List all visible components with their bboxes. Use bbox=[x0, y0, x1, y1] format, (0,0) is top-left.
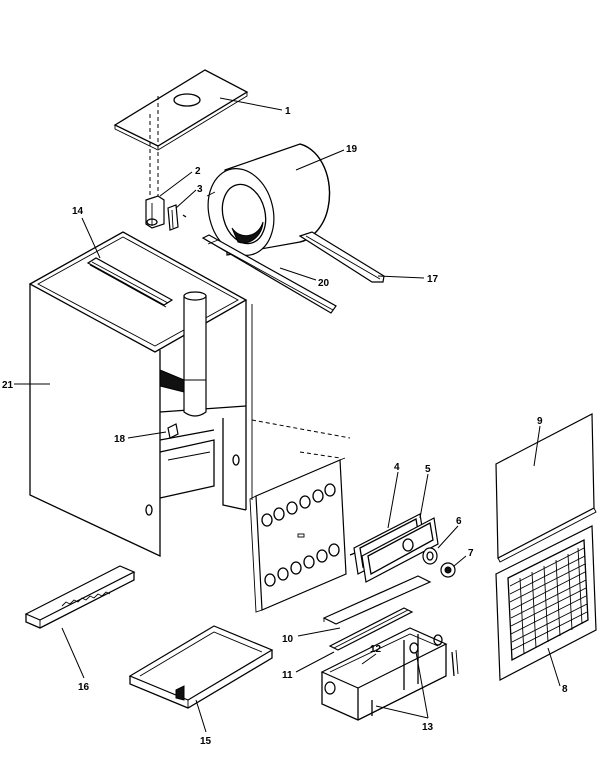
bracket-block bbox=[145, 195, 165, 229]
burner-box bbox=[320, 627, 459, 721]
grommet bbox=[440, 562, 456, 578]
label-part-3: 3 bbox=[197, 184, 203, 195]
label-part-18: 18 bbox=[114, 434, 126, 445]
burner-plate-10 bbox=[322, 575, 432, 625]
blower-rail-17 bbox=[298, 231, 385, 283]
return-grille bbox=[495, 525, 597, 681]
label-part-12: 12 bbox=[370, 644, 382, 655]
label-part-14: 14 bbox=[72, 206, 84, 217]
label-part-13: 13 bbox=[422, 722, 434, 733]
label-part-1: 1 bbox=[285, 106, 291, 117]
pan-15 bbox=[128, 625, 274, 709]
upper-knockouts bbox=[261, 483, 336, 527]
label-part-2: 2 bbox=[195, 166, 201, 177]
label-part-15: 15 bbox=[200, 736, 212, 747]
label-part-7: 7 bbox=[468, 548, 474, 559]
burner-bar-11 bbox=[328, 607, 414, 651]
clip bbox=[167, 204, 187, 231]
label-part-17: 17 bbox=[427, 274, 439, 285]
label-part-4: 4 bbox=[394, 462, 400, 473]
grille-louvers bbox=[509, 547, 588, 655]
blower-rail-20 bbox=[201, 234, 337, 314]
label-part-11: 11 bbox=[282, 670, 293, 681]
tray-16 bbox=[24, 565, 136, 629]
leader-lines bbox=[14, 97, 561, 733]
label-part-6: 6 bbox=[456, 516, 462, 527]
label-part-16: 16 bbox=[78, 682, 90, 693]
sight-glass bbox=[422, 547, 438, 565]
access-panel bbox=[249, 457, 347, 613]
blower-housing bbox=[206, 143, 331, 256]
label-part-19: 19 bbox=[346, 144, 358, 155]
label-part-21: 21 bbox=[2, 380, 14, 391]
filter bbox=[495, 413, 597, 563]
lower-knockouts bbox=[264, 543, 340, 587]
part-number-labels: 1 2 3 4 5 6 7 8 9 10 11 12 13 14 15 16 1… bbox=[2, 106, 568, 747]
burner-frame-5 bbox=[349, 517, 439, 583]
label-part-10: 10 bbox=[282, 634, 294, 645]
cabinet bbox=[28, 231, 351, 558]
label-part-5: 5 bbox=[425, 464, 431, 475]
label-part-9: 9 bbox=[537, 416, 543, 427]
label-part-20: 20 bbox=[318, 278, 330, 289]
top-plate bbox=[113, 69, 249, 198]
label-part-8: 8 bbox=[562, 684, 568, 695]
